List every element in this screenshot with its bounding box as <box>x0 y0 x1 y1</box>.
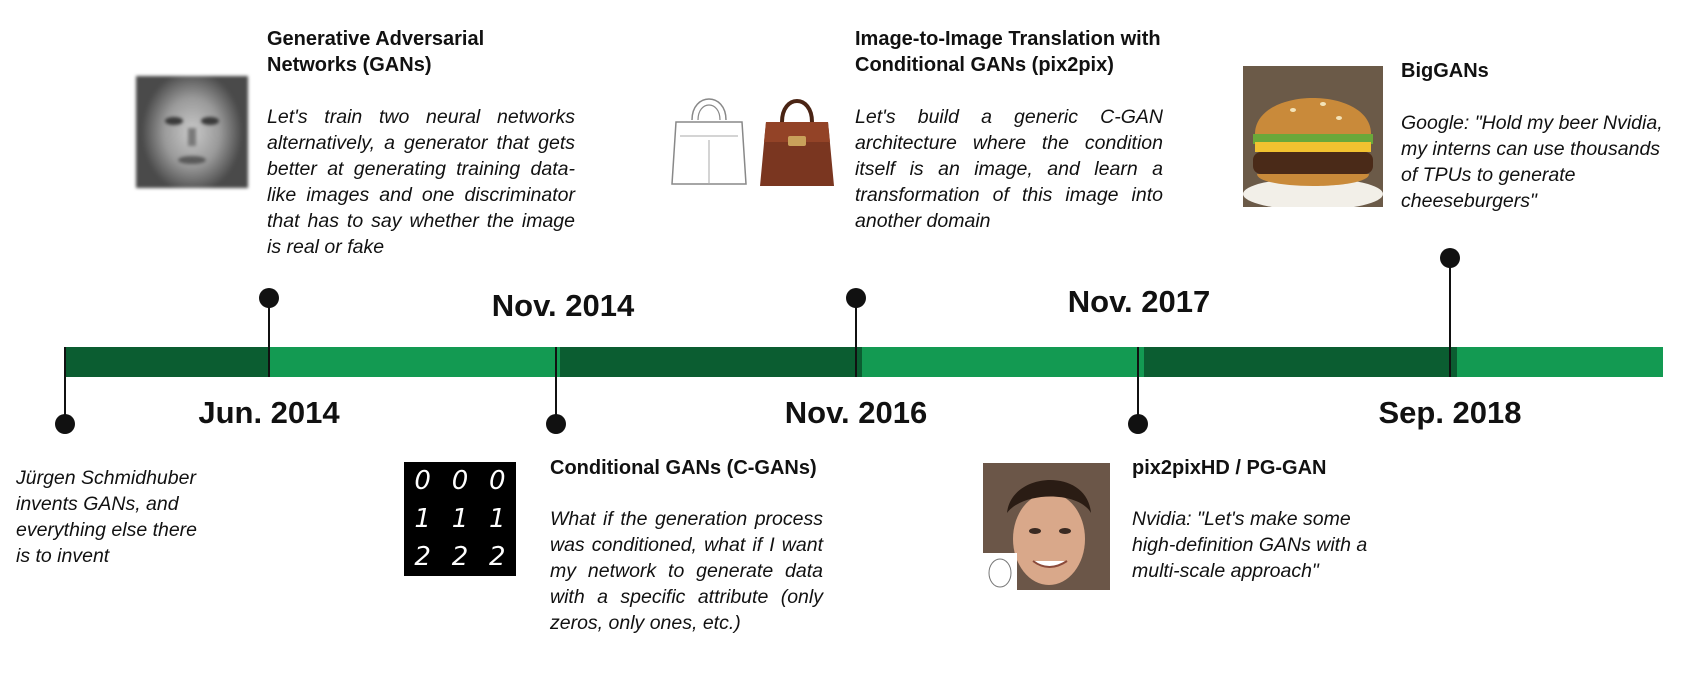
gan-description: Let's train two neural networks alternat… <box>267 106 575 258</box>
digit-cell: 2 <box>451 542 469 572</box>
schmidhuber-description: Jürgen Schmidhuber invents GANs, and eve… <box>16 467 198 567</box>
timeline-stem-jun-2014 <box>268 298 270 377</box>
digit-cell: 2 <box>489 542 506 572</box>
timeline-segment-1 <box>64 347 268 377</box>
digit-cell: 1 <box>489 504 506 534</box>
pix2pix-title: Image-to-Image Translation with Conditio… <box>855 28 1161 76</box>
gan-face-features <box>165 117 219 164</box>
pix2pix-description: Let's build a generic C-GAN architecture… <box>855 106 1163 232</box>
timeline-stem-nov-2016 <box>855 298 857 377</box>
digit-cell: 0 <box>489 466 506 496</box>
pix2pixhd-face-image <box>983 463 1110 590</box>
gan-title: Generative Adversarial Networks (GANs) <box>267 28 485 76</box>
handbag-photo-icon <box>760 99 834 186</box>
cheeseburger-icon <box>1243 66 1383 207</box>
timeline-segment-4 <box>862 347 1144 377</box>
timeline-dot-nov-2016 <box>846 288 866 308</box>
digit-cell: 2 <box>414 542 431 572</box>
timeline-stem-sep-2018 <box>1449 258 1451 377</box>
timeline-dot-nov-2017 <box>1128 414 1148 434</box>
biggan-burger-image <box>1243 66 1383 207</box>
timeline-segment-2 <box>268 347 560 377</box>
date-label-nov-2014: Nov. 2014 <box>491 288 635 323</box>
biggan-title: BigGANs <box>1401 60 1489 82</box>
pix2pix-sketch-image <box>670 84 748 190</box>
date-label-sep-2018: Sep. 2018 <box>1378 395 1522 430</box>
timeline-dot-nov-2014 <box>546 414 566 434</box>
cgan-digits-grid: 0 0 0 1 1 1 2 2 2 <box>404 462 516 576</box>
date-label-jun-2014: Jun. 2014 <box>198 395 340 430</box>
timeline-segment-5 <box>1144 347 1457 377</box>
gan-face-image <box>136 76 248 188</box>
digit-cell: 1 <box>414 504 431 534</box>
biggan-description: Google: "Hold my beer Nvidia, my interns… <box>1401 112 1663 212</box>
pix2pixhd-description: Nvidia: "Let's make some high-definition… <box>1132 508 1368 582</box>
cgan-digits-image: 0 0 0 1 1 1 2 2 2 <box>404 462 516 576</box>
timeline-stem-start <box>64 347 66 425</box>
digit-cell: 0 <box>451 466 469 496</box>
timeline-segment-3 <box>560 347 862 377</box>
timeline-dot-sep-2018 <box>1440 248 1460 268</box>
pix2pix-bag-image <box>758 84 836 190</box>
timeline-segment-6 <box>1457 347 1663 377</box>
digit-cell: 1 <box>451 504 469 534</box>
cgan-description: What if the generation process was condi… <box>550 508 823 634</box>
handbag-sketch-icon <box>671 98 747 185</box>
timeline-dot-start <box>55 414 75 434</box>
cgan-title: Conditional GANs (C-GANs) <box>550 457 817 479</box>
timeline-dot-jun-2014 <box>259 288 279 308</box>
date-label-nov-2017: Nov. 2017 <box>1067 284 1211 319</box>
digit-cell: 0 <box>414 466 431 496</box>
pix2pixhd-title: pix2pixHD / PG-GAN <box>1132 457 1327 479</box>
date-label-nov-2016: Nov. 2016 <box>784 395 928 430</box>
timeline-bar <box>64 347 1663 377</box>
timeline-stem-nov-2014 <box>555 347 557 425</box>
timeline-stem-nov-2017 <box>1137 347 1139 425</box>
pix2pixhd-face-drawing <box>983 463 1110 590</box>
